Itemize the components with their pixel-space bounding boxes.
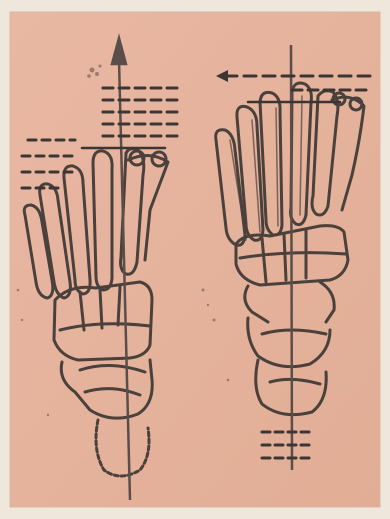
right-axis-line xyxy=(291,45,292,470)
